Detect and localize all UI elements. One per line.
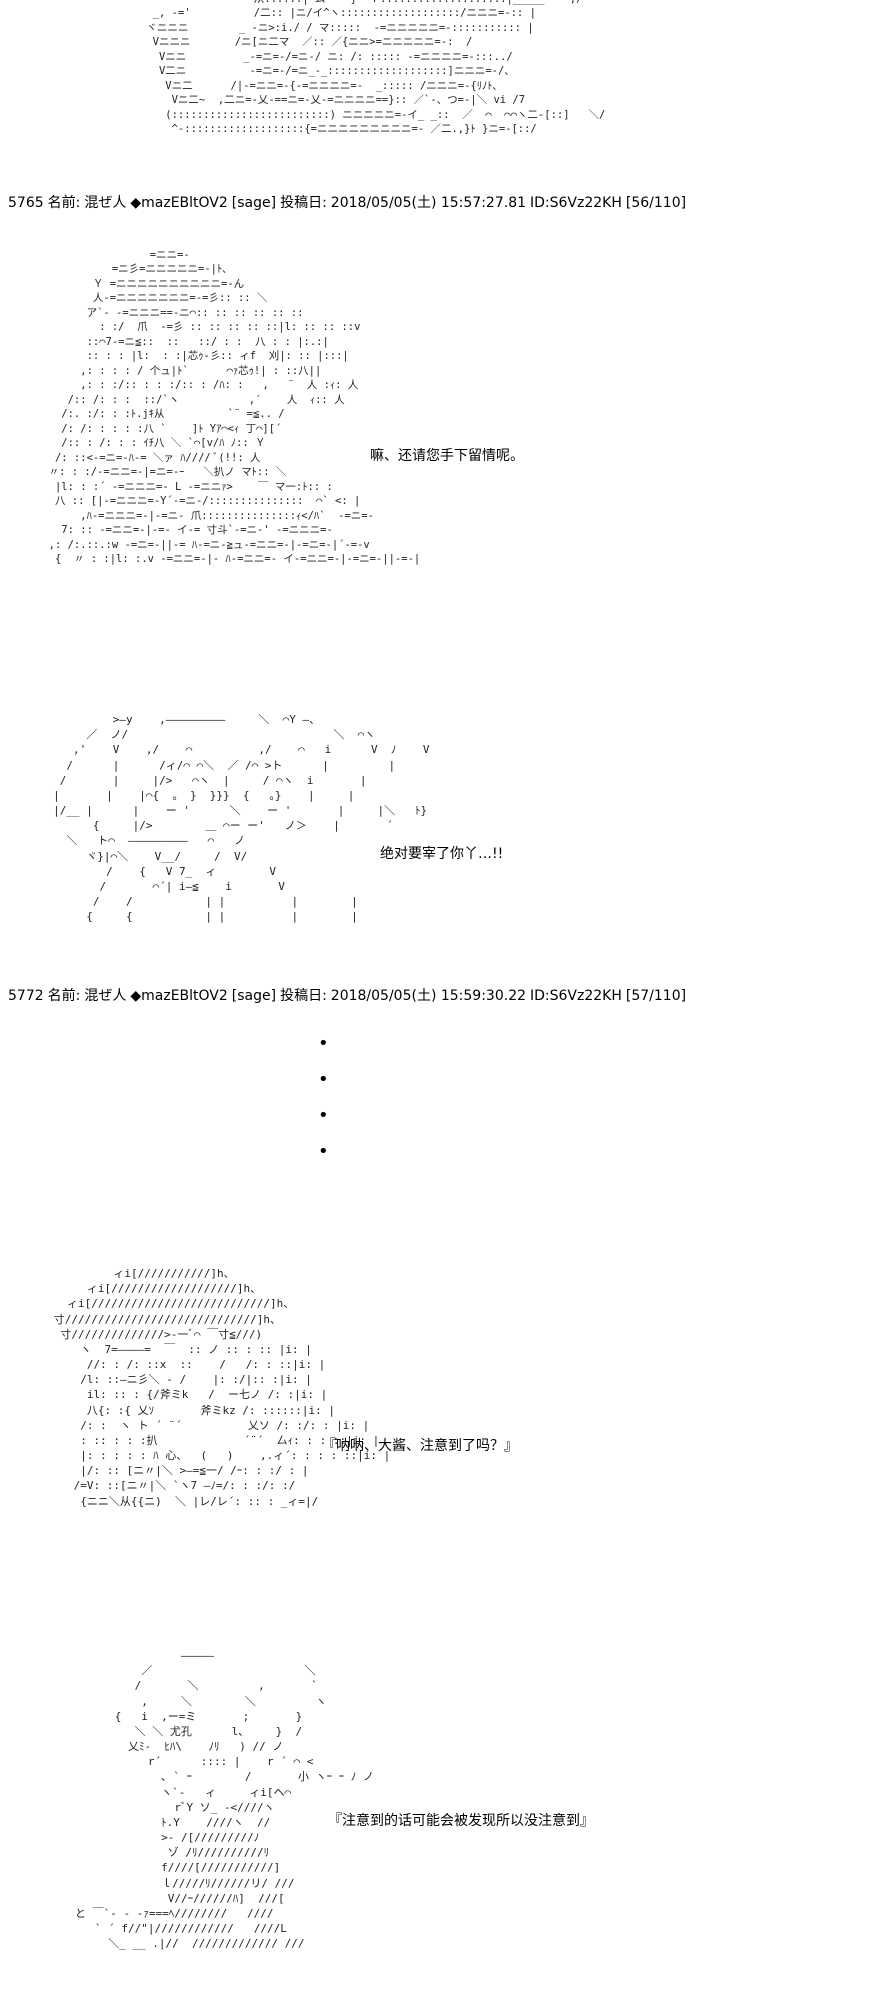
poster-trip: ◆mazEBltOV2 (130, 988, 228, 1004)
dialog-line: 绝对要宰了你丫…!! (380, 846, 504, 862)
ascii-art-block: 从::::::|—ム } ７::::::::::::::::::::|_____… (146, 0, 606, 136)
ascii-art-block: ――――― ／ ＼ / ＼ , ` , ＼ ＼ ヽ { i ,ー=ミ ; } ＼ (74, 1649, 374, 1951)
poster-id: ID:S6Vz22KH (530, 988, 622, 1004)
ascii-art-block: =ニニ=- =ニ彡=ニニニニニ=-|ﾄ､ Ｙ =ニニニニニニニニニニ=-ん 人-… (48, 249, 421, 566)
poster-name: 混ぜ人 (84, 988, 127, 1004)
post-count: [57/110] (625, 988, 687, 1004)
poster-id: ID:S6Vz22KH (530, 195, 622, 211)
ascii-art-block: >―y ,――――――――― ＼ ⌒Y ―、 ／ ノ/ ＼ ⌒ヽ ,' V ,/… (53, 713, 430, 924)
post-count: [56/110] (625, 195, 687, 211)
dialog-line: 『注意到的话可能会被发现所以没注意到』 (328, 1813, 594, 1829)
name-label: 名前: (47, 195, 81, 211)
dot: • (318, 1033, 329, 1054)
dialog-line: 『呐呐、大酱、注意到了吗？』 (322, 1438, 518, 1454)
post-datetime: 2018/05/05(土) 15:57:27.81 (330, 195, 527, 211)
dialog-line: 嘛、还请您手下留情呢。 (370, 448, 524, 464)
post-number: 5772 (8, 988, 44, 1004)
date-label: 投稿日: (280, 988, 327, 1004)
poster-mail: [sage] (231, 195, 277, 211)
dot: • (318, 1105, 329, 1126)
post-datetime: 2018/05/05(土) 15:59:30.22 (330, 988, 527, 1004)
ascii-art-block: ィi[///////////]h、 ィi[///////////////////… (53, 1267, 391, 1508)
post-number: 5765 (8, 195, 44, 211)
poster-trip: ◆mazEBltOV2 (130, 195, 228, 211)
dot: • (318, 1141, 329, 1162)
dot: • (318, 1069, 329, 1090)
poster-mail: [sage] (231, 988, 277, 1004)
poster-name: 混ぜ人 (84, 195, 127, 211)
date-label: 投稿日: (280, 195, 327, 211)
name-label: 名前: (47, 988, 81, 1004)
